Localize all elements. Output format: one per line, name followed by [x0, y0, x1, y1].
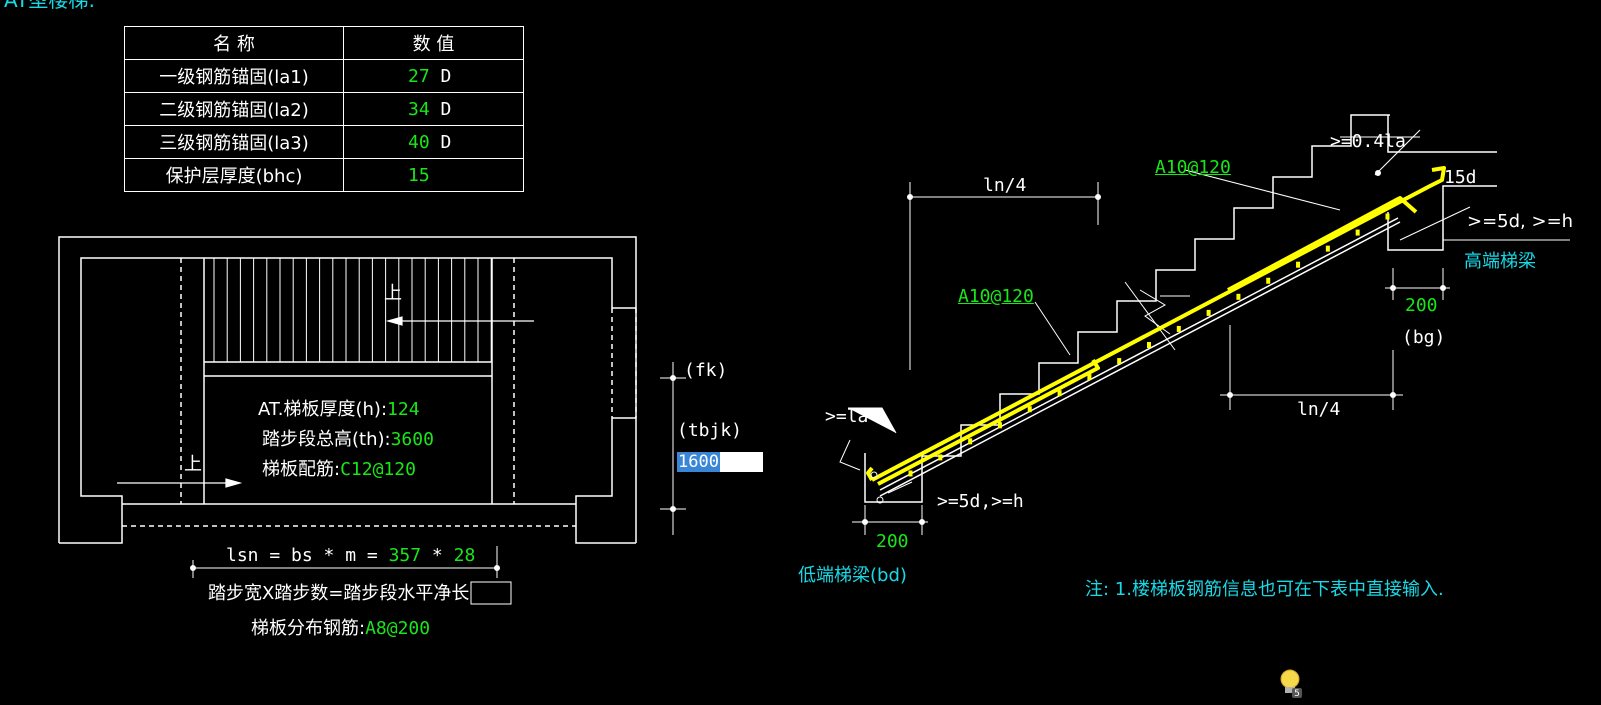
distribution-bar-dot [1057, 390, 1062, 397]
net-length-note: 踏步宽X踏步数=踏步段水平净长 [208, 584, 469, 604]
distribution-bar-dot [968, 438, 973, 445]
thickness-value[interactable]: 124 [387, 399, 420, 420]
thickness-label: AT.梯板厚度(h): [258, 399, 388, 420]
row-unit: D [440, 131, 452, 153]
m-value[interactable]: 28 [453, 545, 476, 566]
row-unit: D [440, 65, 452, 87]
stair-section-view [839, 114, 1570, 535]
row-value[interactable]: 27 [408, 65, 430, 87]
bg-label: (bg) [1402, 327, 1446, 348]
anchor-04la-label: >=0.4la [1330, 131, 1406, 152]
height-label: 踏步段总高(th): [262, 429, 391, 450]
row-value-cell[interactable]: 27 D [343, 59, 524, 93]
distribution-bar-dot [938, 454, 943, 461]
up-label-top: 上 [384, 283, 402, 304]
distribution-bar-dot [1385, 213, 1390, 220]
high-beam-width[interactable]: 200 [1405, 295, 1438, 316]
high-beam-label: 高端梯梁 [1464, 251, 1536, 272]
step-outline [921, 114, 1443, 487]
lsn-label: lsn = bs * m = [226, 545, 378, 566]
hook-15d-label: 15d [1444, 167, 1477, 188]
height-value[interactable]: 3600 [390, 429, 434, 450]
distribution-value[interactable]: A8@200 [365, 618, 431, 639]
col-header-value: 数 值 [343, 26, 524, 60]
table-row: 保护层厚度(bhc) 15 [124, 158, 524, 192]
tbjk-input[interactable]: 1600 [677, 452, 763, 472]
row-value-cell[interactable]: 15 [343, 158, 524, 192]
row-name: 二级钢筋锚固(la2) [124, 92, 344, 126]
row-name: 一级钢筋锚固(la1) [124, 59, 344, 93]
row-value-cell[interactable]: 34 D [343, 92, 524, 126]
main-rebar [866, 166, 1446, 486]
row-value[interactable]: 34 [408, 98, 430, 120]
table-row: 一级钢筋锚固(la1) 27 D [124, 59, 524, 93]
row-name: 保护层厚度(bhc) [124, 158, 344, 192]
rebar-row: 梯板配筋:C12@120 [262, 460, 416, 480]
times-sign: * [431, 545, 443, 566]
page-title: AT型楼梯: [4, 0, 96, 12]
rebar-label: 梯板配筋: [262, 459, 341, 480]
distribution-row: 梯板分布钢筋:A8@200 [251, 619, 430, 639]
bs-value[interactable]: 357 [388, 545, 422, 566]
tbjk-input-value[interactable]: 1600 [677, 452, 720, 472]
row-value-cell[interactable]: 40 D [343, 125, 524, 159]
distribution-bar-dot [908, 470, 913, 477]
distribution-bar-dot [1117, 358, 1122, 365]
distribution-bar-dot [1027, 406, 1032, 413]
tbjk-label: (tbjk) [677, 420, 743, 441]
distribution-bar-dot [1266, 277, 1271, 284]
lightbulb-icon[interactable]: 5 [1278, 668, 1304, 698]
input-note: 注: 1.楼梯板钢筋信息也可在下表中直接输入. [1085, 579, 1444, 600]
table-header-row: 名 称 数 值 [124, 26, 524, 60]
low-anchor-label: >=5d,>=h [937, 491, 1024, 512]
row-value[interactable]: 15 [408, 164, 430, 186]
distribution-bar-dot [997, 422, 1002, 429]
high-anchor-label: >=5d, >=h [1467, 211, 1574, 232]
svg-text:5: 5 [1294, 689, 1300, 698]
top-rebar-label-upper[interactable]: A10@120 [1155, 157, 1231, 178]
stair-treads [213, 258, 492, 362]
anchor-table: 名 称 数 值 一级钢筋锚固(la1) 27 D 二级钢筋锚固(la2) 34 … [124, 26, 524, 192]
la-anchor-label: >=la [825, 406, 869, 427]
distribution-bar-dot [1176, 325, 1181, 332]
low-beam-width[interactable]: 200 [876, 531, 909, 552]
distribution-bar-dot [1206, 309, 1211, 316]
thickness-row: AT.梯板厚度(h):124 [258, 400, 420, 420]
net-length-note-text: 踏步宽X踏步数=踏步段水平 [208, 583, 434, 604]
fk-label: (fk) [684, 360, 728, 381]
lsn-row: lsn = bs * m = 357 * 28 [226, 546, 475, 566]
distribution-bar-dot [1355, 229, 1360, 236]
ln4-bottom-label: ln/4 [1297, 399, 1341, 420]
height-row: 踏步段总高(th):3600 [262, 430, 434, 450]
row-unit: D [440, 98, 452, 120]
up-label-bottom: 上 [184, 454, 202, 475]
top-rebar-label-lower[interactable]: A10@120 [958, 286, 1034, 307]
distribution-label: 梯板分布钢筋: [251, 618, 366, 639]
stair-plan-view [58, 236, 686, 605]
table-row: 二级钢筋锚固(la2) 34 D [124, 92, 524, 126]
net-length-note-boxed: 净长 [433, 583, 470, 604]
distribution-bar-dot [1296, 261, 1301, 268]
distribution-bar-dot [1147, 342, 1151, 348]
rebar-value[interactable]: C12@120 [340, 459, 416, 480]
distribution-bar-dot [1325, 245, 1330, 252]
col-header-name: 名 称 [124, 26, 344, 60]
row-value[interactable]: 40 [408, 131, 430, 153]
distribution-bars [908, 213, 1390, 477]
low-beam-label: 低端梯梁(bd) [798, 565, 907, 586]
ln4-top-label: ln/4 [983, 175, 1027, 196]
distribution-bar-dot [1236, 293, 1241, 300]
distribution-bar-dot [1087, 374, 1092, 381]
